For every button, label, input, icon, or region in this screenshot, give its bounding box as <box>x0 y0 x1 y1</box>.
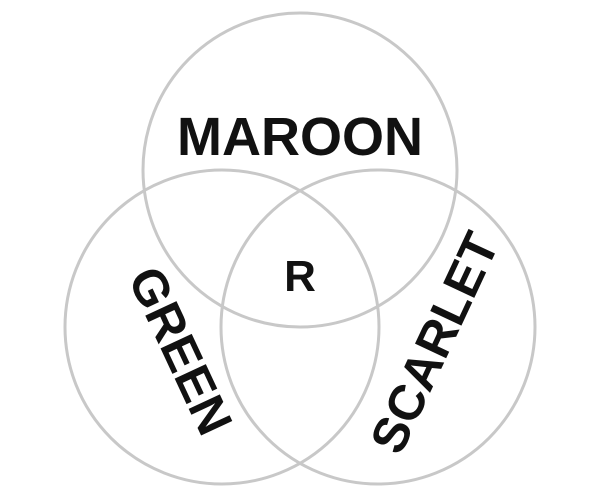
venn-label-maroon: MAROON <box>177 107 423 167</box>
venn-circle-scarlet <box>219 168 537 486</box>
venn-label-scarlet: SCARLET <box>359 224 510 462</box>
venn-circle-maroon <box>141 11 459 329</box>
venn-label-green: GREEN <box>117 258 243 443</box>
venn-label-center: R <box>284 252 316 301</box>
venn-circle-green <box>63 168 381 486</box>
